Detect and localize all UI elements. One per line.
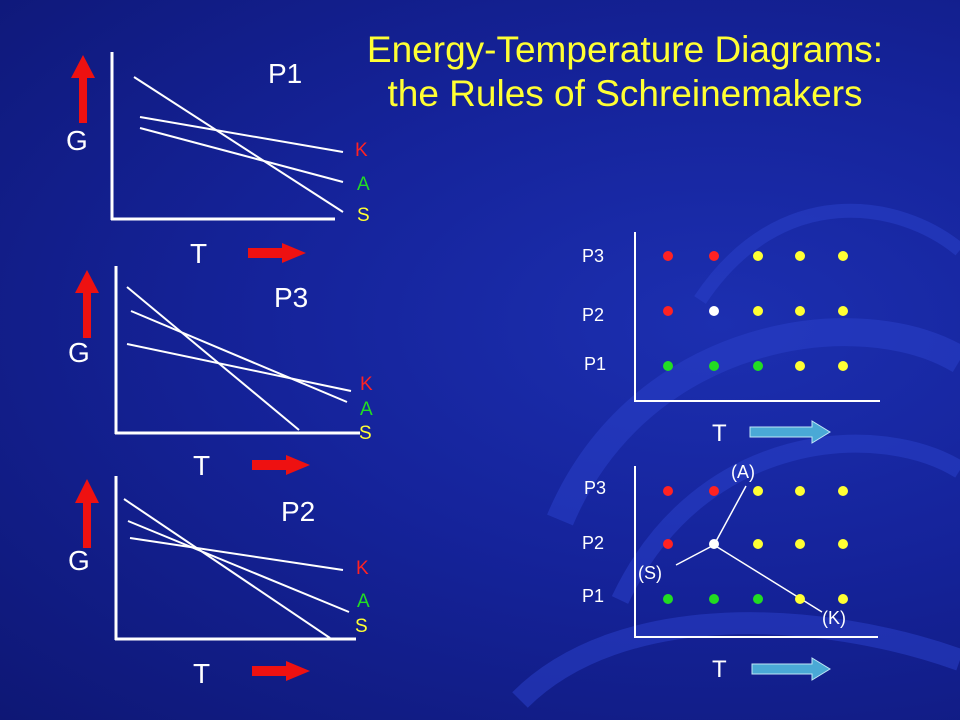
g-axis-label: G [68, 545, 90, 576]
pressure-label: P2 [281, 496, 316, 527]
phase-dot-k [663, 306, 673, 316]
phase-dot-unstable [709, 306, 719, 316]
phase-dot-s [795, 486, 805, 496]
pressure-label-p1: P1 [582, 586, 605, 606]
pressure-label: P3 [274, 282, 309, 313]
phase-dot-s [795, 361, 805, 371]
phase-line-s [126, 286, 300, 431]
phase-dot-k [663, 486, 673, 496]
phase-dot-s [838, 486, 848, 496]
phase-line-k [126, 343, 352, 392]
phase-label-s: S [355, 616, 368, 637]
phase-dot-k [663, 251, 673, 261]
phase-label-k: K [360, 374, 373, 395]
phase-dot-s [838, 594, 848, 604]
arrow-up-icon [75, 479, 99, 548]
reaction-line-a [713, 485, 747, 546]
phase-dot-s [838, 361, 848, 371]
phase-dot-s [838, 539, 848, 549]
arrow-right-icon [248, 243, 306, 263]
g-axis-label: G [66, 125, 88, 156]
phase-line-k [129, 537, 344, 571]
pressure-label-p2: P2 [582, 305, 605, 325]
phase-dot-k [663, 539, 673, 549]
phase-label-s: S [359, 423, 372, 444]
pressure-label-p3: P3 [582, 246, 605, 266]
t-axis-label: T [712, 420, 727, 447]
phase-dot-s [753, 306, 763, 316]
phase-line-s [133, 76, 344, 213]
phase-dot-unstable [709, 539, 719, 549]
phase-dot-s [838, 306, 848, 316]
phase-dot-a [709, 361, 719, 371]
phase-dot-a [753, 594, 763, 604]
phase-line-k [139, 116, 344, 153]
phase-dot-s [753, 539, 763, 549]
arrow-right-icon [252, 661, 310, 681]
phase-line-a [130, 310, 348, 403]
phase-label-s: S [357, 205, 370, 226]
t-axis-label: T [193, 658, 211, 689]
pressure-label-p3: P3 [584, 478, 607, 498]
pressure-label-p2: P2 [582, 533, 605, 553]
title-line-2: the Rules of Schreinemakers [387, 73, 863, 114]
arrow-right-icon [252, 455, 310, 475]
phase-line-s [123, 498, 331, 639]
phase-dot-a [663, 594, 673, 604]
phase-line-a [127, 520, 350, 613]
arrow-right-icon [749, 420, 831, 444]
phase-dot-s [795, 594, 805, 604]
phase-dot-s [795, 251, 805, 261]
title-line-1: Energy-Temperature Diagrams: [366, 29, 884, 70]
arrow-right-icon [751, 657, 831, 681]
phase-dot-a [709, 594, 719, 604]
phase-dot-a [663, 361, 673, 371]
phase-dot-s [795, 539, 805, 549]
phase-dot-s [753, 251, 763, 261]
grid-dots [663, 251, 848, 371]
phase-label-a: A [357, 174, 370, 195]
phase-label-a: A [357, 591, 370, 612]
reaction-line-s [675, 544, 715, 566]
phase-dot-s [795, 306, 805, 316]
phase-dot-a [753, 361, 763, 371]
pressure-label: P1 [268, 58, 303, 89]
grid-dots [663, 486, 848, 604]
phase-label-k: K [356, 558, 369, 579]
reaction-line-k [713, 544, 823, 613]
phase-dot-s [753, 486, 763, 496]
t-axis-label: T [712, 656, 727, 683]
reaction-label-s: (S) [638, 563, 662, 583]
phase-line-a [139, 127, 344, 183]
phase-dot-k [709, 251, 719, 261]
phase-label-a: A [360, 399, 373, 420]
pressure-label-p1: P1 [584, 354, 607, 374]
arrow-up-icon [71, 55, 95, 123]
t-axis-label: T [190, 238, 208, 269]
reaction-label-k: (K) [822, 608, 846, 628]
page-title: Energy-Temperature Diagrams: the Rules o… [310, 28, 940, 116]
arrow-up-icon [75, 270, 99, 338]
phase-label-k: K [355, 140, 368, 161]
phase-dot-s [838, 251, 848, 261]
reaction-label-a: (A) [731, 462, 755, 482]
phase-dot-k [709, 486, 719, 496]
g-axis-label: G [68, 337, 90, 368]
t-axis-label: T [193, 450, 211, 481]
